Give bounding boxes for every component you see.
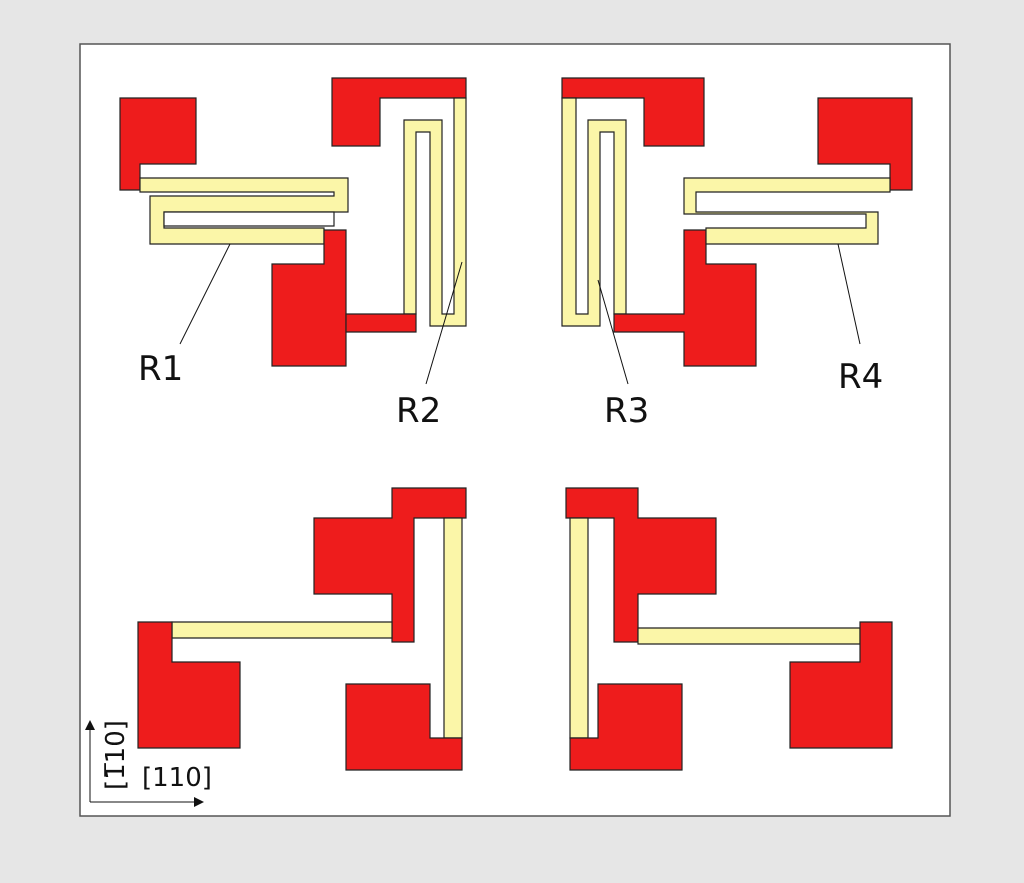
r1-pad-left [119,97,197,191]
r4-label: R4 [838,357,883,397]
br-pad-right [789,621,893,749]
r3-resistor [561,97,627,327]
bl-pad-lower [345,683,463,771]
r2-pad-top [331,77,467,147]
br-pad-lower [569,683,683,771]
r4-resistor [683,177,891,245]
top-right-group: R3 R4 [561,77,913,431]
crystal-axes: [110] [1̅10] [85,720,212,807]
top-left-group: R1 R2 [119,77,467,431]
bl-resistor-horizontal [171,621,393,639]
bl-pad-left [137,621,241,749]
r3-leader [597,279,629,385]
r1-pad-right [271,229,347,367]
r2-resistor [403,97,467,327]
br-resistor-vertical [569,517,589,739]
bl-pad-upper [313,487,467,643]
horizontal-axis-label: [110] [142,763,212,793]
br-pad-upper [565,487,717,643]
vertical-axis-label: [1̅10] [101,720,131,790]
br-resistor-horizontal [637,627,861,645]
r2-leader [425,261,463,385]
r3-label: R3 [604,391,649,431]
r3-pad-bottom [613,229,757,367]
r2-label: R2 [396,391,441,431]
r1-resistor [139,177,349,245]
r1-leader [179,243,231,345]
bottom-left-group [137,487,467,771]
bottom-right-group [565,487,893,771]
r1-resistor-gap [163,211,335,227]
r2-pad-bottom [345,313,417,333]
r4-leader [837,243,861,345]
r1-label: R1 [138,349,183,389]
bl-resistor-vertical [443,517,463,739]
